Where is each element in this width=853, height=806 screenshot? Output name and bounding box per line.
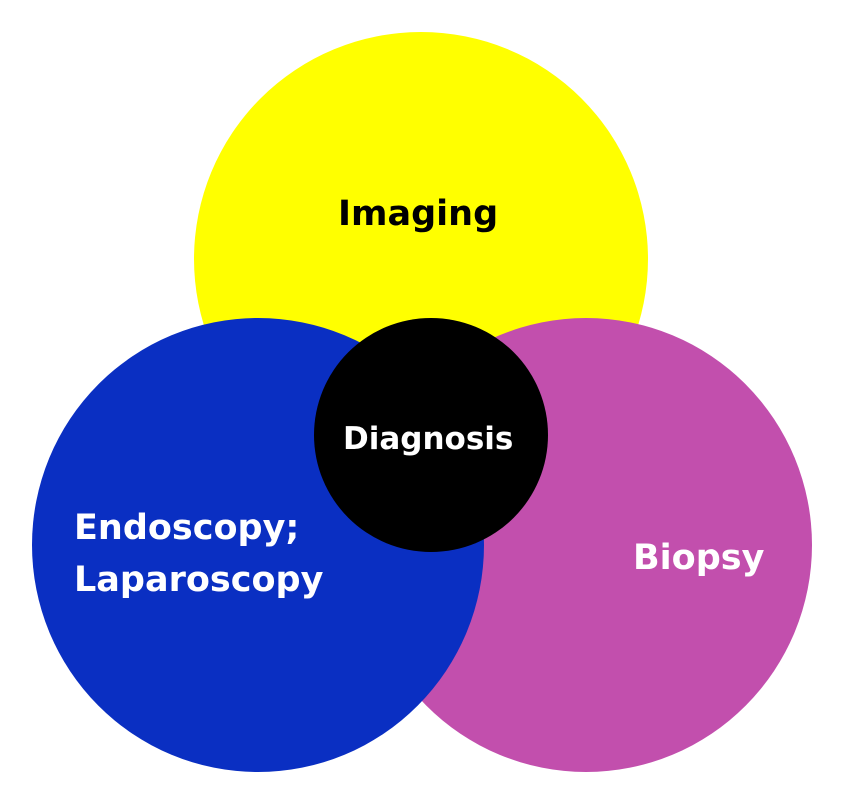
endoscopy-label-line2: Laparoscopy xyxy=(74,560,324,600)
biopsy-label: Biopsy xyxy=(633,538,765,578)
diagnosis-label: Diagnosis xyxy=(343,421,514,457)
imaging-label: Imaging xyxy=(338,194,499,234)
endoscopy-label-line1: Endoscopy; xyxy=(74,508,300,548)
endoscopy-label: Endoscopy; Laparoscopy xyxy=(74,502,323,606)
diagnosis-circle xyxy=(314,318,548,552)
